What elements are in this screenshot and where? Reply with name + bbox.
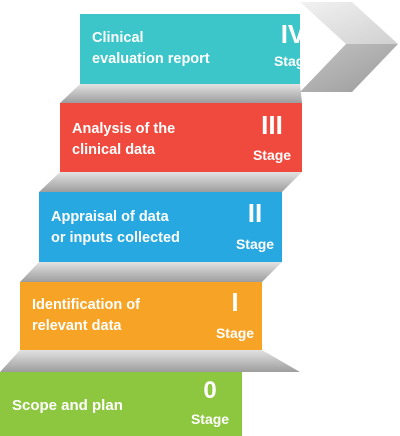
- stage-3-stage-word: Stage: [253, 147, 291, 163]
- stage-2-label-line-2: or inputs collected: [51, 230, 180, 246]
- stage-4-stage-word: Stage: [274, 53, 312, 69]
- stage-4-step: Clinical evaluation report IV Stage: [80, 14, 312, 84]
- stage-1-label-line-1: Identification of: [32, 297, 140, 313]
- stage-3-label-line-2: clinical data: [72, 142, 156, 158]
- stage-2-label: Appraisal of data or inputs collected: [51, 209, 180, 246]
- stage-0-label-line-1: Scope and plan: [12, 397, 123, 414]
- stage-1-block: [20, 282, 262, 350]
- stage-3-label: Analysis of the clinical data: [72, 121, 179, 158]
- stage-4-label-line-1: Clinical: [92, 30, 144, 46]
- stage-0-label: Scope and plan: [12, 397, 123, 414]
- stage-1-stage-word: Stage: [216, 325, 254, 341]
- connector-stage-2-3: [39, 172, 302, 192]
- connector-stage-3-4: [60, 84, 302, 103]
- stage-1-label-line-2: relevant data: [32, 318, 122, 334]
- stage-2-block: [39, 192, 282, 262]
- arrow-head-bottom-face: [300, 44, 398, 92]
- stage-0-stage-word: Stage: [191, 411, 229, 427]
- stage-2-label-line-1: Appraisal of data: [51, 209, 170, 225]
- stage-2-numeral: II: [248, 198, 262, 228]
- stage-3-block: [60, 103, 302, 172]
- stage-3-step: Analysis of the clinical data III Stage: [60, 103, 302, 172]
- stage-2-stage-word: Stage: [236, 236, 274, 252]
- stage-0-block: [0, 372, 242, 436]
- arrow-head-3d: [300, 2, 398, 92]
- arrow-head-top-face: [300, 2, 398, 44]
- stage-4-label-line-2: evaluation report: [92, 51, 210, 67]
- stage-4-label: Clinical evaluation report: [92, 30, 210, 67]
- stage-2-step: Appraisal of data or inputs collected II…: [39, 192, 282, 262]
- stage-0-numeral: 0: [203, 377, 216, 404]
- connector-stage-1-2: [20, 262, 282, 282]
- stage-1-label: Identification of relevant data: [32, 297, 144, 334]
- stage-0-step: Scope and plan 0 Stage: [0, 372, 242, 436]
- stage-1-step: Identification of relevant data I Stage: [20, 282, 262, 350]
- stage-3-label-line-1: Analysis of the: [72, 121, 175, 137]
- stage-4-numeral: IV: [281, 19, 306, 49]
- step-connectors: [0, 84, 302, 372]
- stage-4-block: [80, 14, 300, 84]
- stage-1-numeral: I: [231, 287, 238, 317]
- connector-stage-0-1: [0, 350, 300, 372]
- stage-3-numeral: III: [261, 110, 283, 140]
